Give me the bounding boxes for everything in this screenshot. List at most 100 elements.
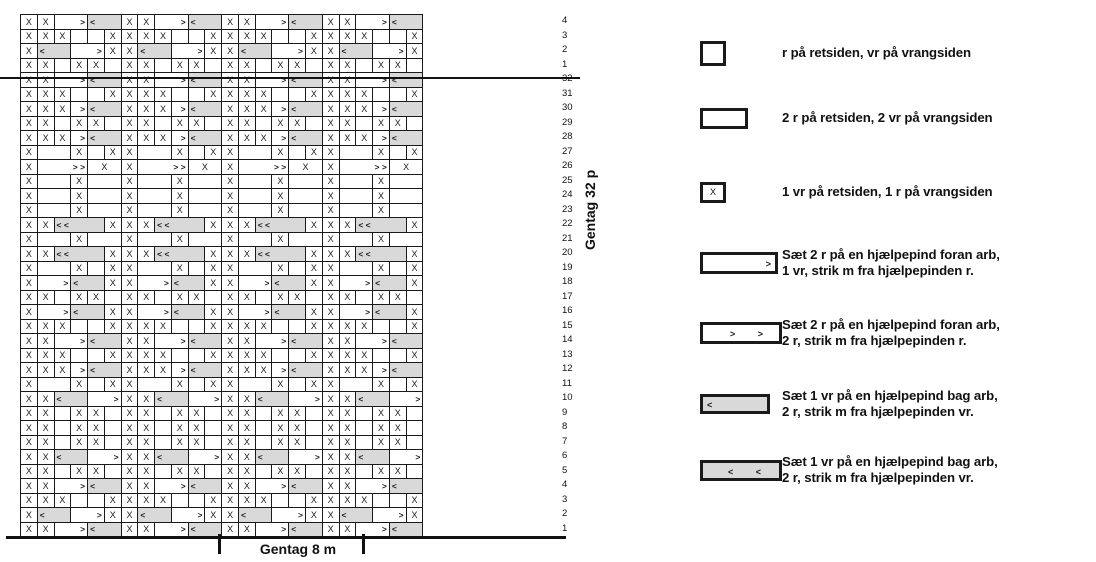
chart-cell: < <	[254, 246, 307, 262]
chart-cell	[70, 347, 89, 363]
chart-cell: <	[87, 521, 122, 537]
chart-cell	[103, 115, 122, 131]
chart-cell	[405, 405, 424, 421]
chart-cell	[237, 376, 273, 392]
chart-cell	[87, 86, 105, 102]
chart-cell: X	[237, 333, 256, 349]
chart-cell: <	[53, 449, 89, 465]
chart-cell: X	[137, 492, 156, 508]
chart-cell: X	[321, 289, 340, 305]
chart-cell: X	[221, 492, 239, 508]
chart-cell	[305, 463, 323, 479]
chart-cell: X	[355, 130, 374, 146]
chart-cell: X	[221, 289, 239, 305]
chart-cell: >	[53, 478, 89, 494]
chart-cell: X	[254, 130, 273, 146]
chart-cell: >	[355, 478, 390, 494]
chart-cell	[388, 188, 424, 204]
chart-cell: X	[137, 28, 156, 44]
chart-cell: X	[221, 478, 239, 494]
chart-cell: >	[87, 449, 122, 465]
chart-cell: X	[321, 231, 340, 247]
row-number: 32	[562, 73, 573, 84]
chart-cell	[137, 144, 172, 160]
chart-cell: X	[137, 521, 156, 537]
chart-cell: X	[204, 492, 223, 508]
chart-cell	[372, 347, 390, 363]
chart-cell: X	[120, 217, 139, 233]
row-number: 14	[562, 334, 573, 345]
chart-cell: X	[204, 144, 223, 160]
chart-cell: X	[20, 391, 38, 407]
chart-cell: X	[405, 28, 424, 44]
chart-cell: > >	[338, 159, 390, 175]
chart-cell	[305, 115, 323, 131]
chart-cell: X	[154, 318, 172, 334]
row-number: 25	[562, 174, 573, 186]
chart-cell	[271, 86, 290, 102]
chart-cell: X	[120, 318, 139, 334]
chart-cell	[288, 318, 307, 334]
chart-cell: X	[237, 14, 256, 30]
chart-cell: X	[120, 28, 139, 44]
chart-cell: X	[20, 304, 38, 320]
chart-cell: X	[254, 28, 273, 44]
chart-cell: X	[103, 260, 122, 276]
chart-cell: X	[170, 376, 189, 392]
chart-cell: X	[36, 86, 55, 102]
repeat-tick-left	[218, 534, 221, 554]
legend-text-cable-3-left: Sæt 1 vr på en hjælpepind bag arb, 2 r, …	[782, 388, 998, 421]
chart-cell	[87, 376, 105, 392]
legend-item-knit: r på retsiden, vr på vrangsiden	[700, 26, 1096, 80]
chart-cell: X	[170, 463, 189, 479]
chart-cell: X	[154, 101, 172, 117]
row-block-separator	[0, 76, 580, 80]
chart-cell: X	[372, 144, 390, 160]
legend-text-two-knit: 2 r på retsiden, 2 vr på vrangsiden	[782, 110, 993, 127]
chart-cell: X	[321, 57, 340, 73]
chart-cell	[170, 28, 189, 44]
chart-cell: X	[20, 43, 38, 59]
chart-cell: X	[103, 347, 122, 363]
chart-cell: X	[372, 463, 390, 479]
chart-cell: X	[338, 333, 357, 349]
chart-cell: X	[221, 115, 239, 131]
chart-cell: X	[388, 57, 407, 73]
chart-cell	[355, 115, 374, 131]
row-number: 15	[562, 319, 573, 331]
chart-cell: <	[271, 304, 307, 320]
chart-cell: >	[271, 130, 290, 146]
chart-cell: X	[36, 478, 55, 494]
chart-cell: X	[36, 449, 55, 465]
chart-cell	[87, 144, 105, 160]
row-number: 2	[562, 44, 568, 55]
chart-cell: X	[137, 449, 156, 465]
row-number: 11	[562, 377, 572, 389]
chart-cell: X	[221, 362, 239, 378]
row-number: 30	[562, 102, 573, 113]
chart-cell: <	[388, 130, 424, 146]
chart-cell	[405, 57, 424, 73]
chart-cell	[36, 376, 72, 392]
chart-cell: X	[355, 318, 374, 334]
cable-right-arrow-icon: >	[765, 259, 771, 269]
chart-cell: X	[271, 376, 290, 392]
chart-cell: X	[338, 463, 357, 479]
chart-cell: X	[87, 289, 105, 305]
chart-cell: X	[120, 202, 139, 218]
chart-cell: X	[321, 202, 340, 218]
chart-cell: X	[221, 391, 239, 407]
chart-cell: X	[36, 57, 55, 73]
chart-cell: X	[36, 492, 55, 508]
chart-cell: X	[338, 115, 357, 131]
chart-cell: X	[221, 463, 239, 479]
chart-cell: <	[187, 14, 223, 30]
chart-cell: X	[321, 173, 340, 189]
chart-cell: <	[187, 130, 223, 146]
chart-cell: < <	[355, 217, 407, 233]
chart-cell: X	[372, 434, 390, 450]
